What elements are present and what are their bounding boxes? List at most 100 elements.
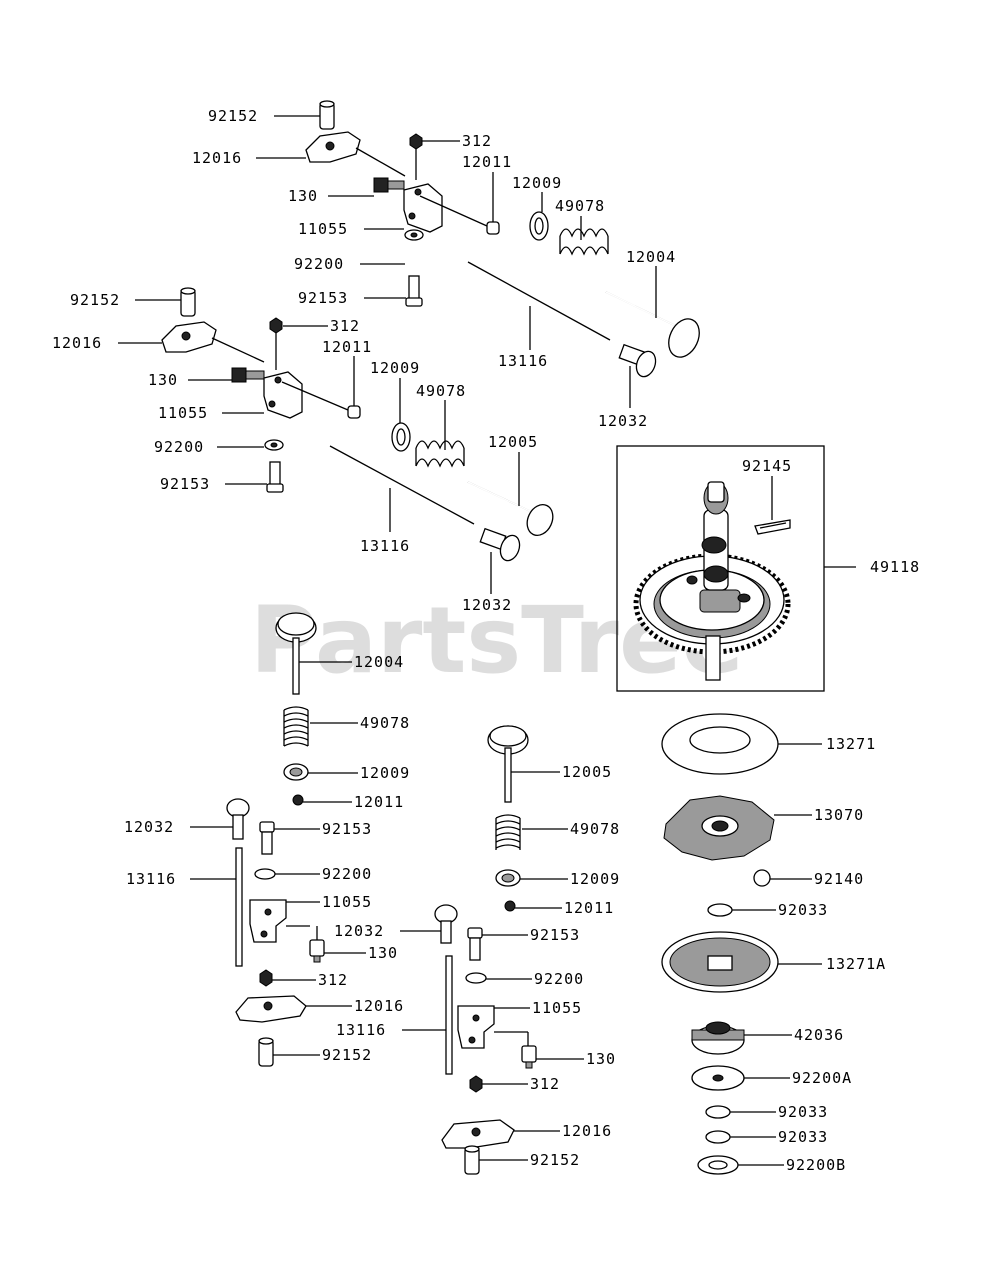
- label-d-12005[interactable]: 12005: [562, 763, 612, 781]
- tappet-12032-b[interactable]: [479, 527, 523, 564]
- valve-cap-12011-c[interactable]: [292, 794, 304, 806]
- push-rod-13116-a[interactable]: [467, 261, 611, 341]
- label-cam-49118[interactable]: 49118: [870, 558, 920, 576]
- label-b-130[interactable]: 130: [148, 371, 178, 389]
- push-rod-13116-d[interactable]: [445, 955, 453, 1075]
- flyweight-holder-13070[interactable]: [663, 795, 775, 861]
- bolt-130-a[interactable]: [373, 177, 389, 193]
- label-a-11055[interactable]: 11055: [298, 220, 348, 238]
- label-c-92153[interactable]: 92153: [322, 820, 372, 838]
- valve-spring-49078-a[interactable]: [559, 228, 609, 256]
- label-b-12016[interactable]: 12016: [52, 334, 102, 352]
- label-a-12032[interactable]: 12032: [598, 412, 648, 430]
- label-a-49078[interactable]: 49078: [555, 197, 605, 215]
- bolt-130-b[interactable]: [231, 367, 247, 383]
- label-c-12009[interactable]: 12009: [360, 764, 410, 782]
- label-g-92033-a[interactable]: 92033: [778, 901, 828, 919]
- label-d-12009[interactable]: 12009: [570, 870, 620, 888]
- label-b-92153[interactable]: 92153: [160, 475, 210, 493]
- cup-13271[interactable]: [661, 713, 779, 775]
- label-g-92033-b[interactable]: 92033: [778, 1103, 828, 1121]
- valve-spring-49078-d[interactable]: [495, 814, 521, 850]
- ring-92033-c[interactable]: [705, 1130, 731, 1144]
- nut-312-d[interactable]: [469, 1075, 483, 1093]
- label-b-12032[interactable]: 12032: [462, 596, 512, 614]
- valve-12005-b[interactable]: [467, 481, 558, 540]
- valve-12005-d[interactable]: [487, 725, 529, 803]
- label-d-12016[interactable]: 12016: [562, 1122, 612, 1140]
- label-d-13116[interactable]: 13116: [336, 1021, 386, 1039]
- push-rod-13116-c[interactable]: [235, 847, 243, 967]
- label-c-312[interactable]: 312: [318, 971, 348, 989]
- label-a-12009[interactable]: 12009: [512, 174, 562, 192]
- label-a-13116[interactable]: 13116: [498, 352, 548, 370]
- label-g-13271A[interactable]: 13271A: [826, 955, 886, 973]
- tappet-12032-a[interactable]: [618, 343, 659, 380]
- label-c-130[interactable]: 130: [368, 944, 398, 962]
- cup-13271A[interactable]: [661, 931, 779, 993]
- label-b-92200[interactable]: 92200: [154, 438, 204, 456]
- bolt-130-d[interactable]: [521, 1045, 537, 1069]
- valve-spring-49078-b[interactable]: [415, 440, 465, 468]
- label-a-312[interactable]: 312: [462, 132, 492, 150]
- label-b-12011[interactable]: 12011: [322, 338, 372, 356]
- washer-92200B[interactable]: [697, 1155, 739, 1175]
- label-g-92033-c[interactable]: 92033: [778, 1128, 828, 1146]
- label-d-92153[interactable]: 92153: [530, 926, 580, 944]
- stud-92153-c[interactable]: [259, 821, 275, 855]
- tappet-12032-d[interactable]: [434, 904, 458, 944]
- stud-92153-a[interactable]: [408, 275, 420, 301]
- label-c-12004[interactable]: 12004: [354, 653, 404, 671]
- label-g-13271[interactable]: 13271: [826, 735, 876, 753]
- label-d-130[interactable]: 130: [586, 1050, 616, 1068]
- label-b-312[interactable]: 312: [330, 317, 360, 335]
- washer-92200-d[interactable]: [465, 972, 487, 984]
- label-g-92200A[interactable]: 92200A: [792, 1069, 852, 1087]
- label-d-92152[interactable]: 92152: [530, 1151, 580, 1169]
- rocker-arm-12016-c[interactable]: [235, 995, 307, 1023]
- label-a-92200[interactable]: 92200: [294, 255, 344, 273]
- valve-cap-12011-b[interactable]: [347, 405, 361, 419]
- ring-92033-b[interactable]: [705, 1105, 731, 1119]
- label-cam-92145[interactable]: 92145: [742, 457, 792, 475]
- label-d-92200[interactable]: 92200: [534, 970, 584, 988]
- label-b-92152[interactable]: 92152: [70, 291, 120, 309]
- gear-42036[interactable]: [691, 1021, 745, 1055]
- label-b-11055[interactable]: 11055: [158, 404, 208, 422]
- label-a-12011[interactable]: 12011: [462, 153, 512, 171]
- rocker-bracket-11055-d[interactable]: [457, 1005, 495, 1049]
- label-b-13116[interactable]: 13116: [360, 537, 410, 555]
- label-c-11055[interactable]: 11055: [322, 893, 372, 911]
- rocker-bracket-11055-c[interactable]: [249, 899, 287, 943]
- rocker-arm-12016-d[interactable]: [441, 1119, 515, 1149]
- label-a-130[interactable]: 130: [288, 187, 318, 205]
- pin-92152-c[interactable]: [258, 1037, 274, 1067]
- label-g-92200B[interactable]: 92200B: [786, 1156, 846, 1174]
- pin-92152-d[interactable]: [464, 1145, 480, 1175]
- rocker-bracket-11055-b[interactable]: [263, 371, 303, 419]
- push-rod-13116-b[interactable]: [329, 445, 475, 525]
- label-c-92152[interactable]: 92152: [322, 1046, 372, 1064]
- label-d-12011[interactable]: 12011: [564, 899, 614, 917]
- label-a-12004[interactable]: 12004: [626, 248, 676, 266]
- label-g-13070[interactable]: 13070: [814, 806, 864, 824]
- washer-92200-c[interactable]: [254, 868, 276, 880]
- valve-12004-c[interactable]: [275, 612, 317, 695]
- label-a-92153[interactable]: 92153: [298, 289, 348, 307]
- label-b-12005[interactable]: 12005: [488, 433, 538, 451]
- label-d-11055[interactable]: 11055: [532, 999, 582, 1017]
- label-c-13116[interactable]: 13116: [126, 870, 176, 888]
- label-d-49078[interactable]: 49078: [570, 820, 620, 838]
- valve-seal-12009-d[interactable]: [495, 869, 521, 887]
- label-c-92200[interactable]: 92200: [322, 865, 372, 883]
- bolt-130-c[interactable]: [309, 939, 325, 963]
- valve-cap-12011-a[interactable]: [486, 221, 500, 235]
- valve-cap-12011-d[interactable]: [504, 900, 516, 912]
- camshaft-gear-49118[interactable]: [633, 481, 791, 681]
- label-c-12032[interactable]: 12032: [124, 818, 174, 836]
- valve-spring-49078-c[interactable]: [283, 706, 309, 747]
- tappet-12032-c[interactable]: [226, 798, 250, 840]
- stud-92153-d[interactable]: [467, 927, 483, 961]
- label-g-42036[interactable]: 42036: [794, 1026, 844, 1044]
- nut-312-a[interactable]: [409, 133, 423, 150]
